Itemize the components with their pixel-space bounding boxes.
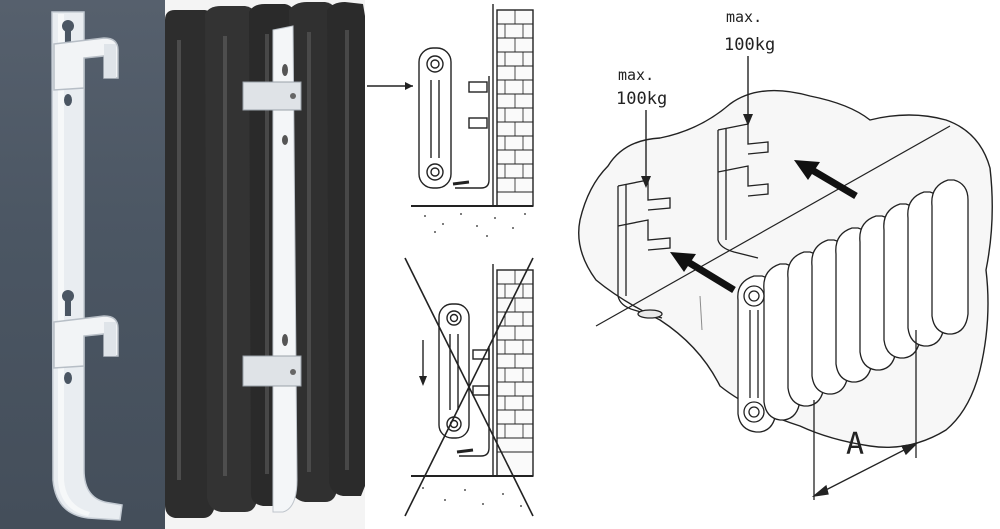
load-arrow-right-icon [743,56,753,126]
dimension-a-label: A [846,427,864,462]
load-arrow-left-icon [641,110,651,188]
radiator-drawing [737,179,969,433]
bracket-photo-panel [0,0,165,529]
radiator-photo-panel [165,0,365,529]
keyhole-slot-bottom [62,290,74,316]
bracket-clip-top [53,37,119,91]
floor-texture-bottom [422,487,522,507]
svg-text:100kg: 100kg [616,89,667,109]
dimension-a [811,330,918,500]
load-label-right: max. 100kg [724,8,775,55]
svg-text:max.: max. [618,66,654,84]
incorrect-mounting-drawing [411,264,534,477]
mounting-line-drawing [367,4,534,517]
correct-mounting-drawing [411,4,534,207]
bracket-clip-bottom [53,315,119,369]
keyhole-slot-top [62,20,74,46]
arrow-down-icon [419,340,427,386]
push-arrow-upper-icon [794,160,858,200]
svg-text:max.: max. [726,8,762,26]
radiator-columns [165,2,365,518]
arrow-right-icon [367,82,413,90]
cross-out-icon [404,257,534,517]
wall-bracket-left [617,179,671,319]
installation-load-panel: max. 100kg max. 100kg [550,0,1000,529]
wall-bracket-right [717,123,769,259]
wall-bracket-photo [51,11,123,521]
load-label-left: max. 100kg [616,66,667,109]
floor-texture-top [424,213,526,237]
installation-line-drawing: max. 100kg max. 100kg [578,8,993,500]
mounting-correct-incorrect-panel [365,0,550,529]
push-arrow-lower-icon [670,252,736,293]
svg-text:100kg: 100kg [724,35,775,55]
mounted-bracket [242,25,302,513]
radiator-on-bracket-photo [165,0,365,529]
